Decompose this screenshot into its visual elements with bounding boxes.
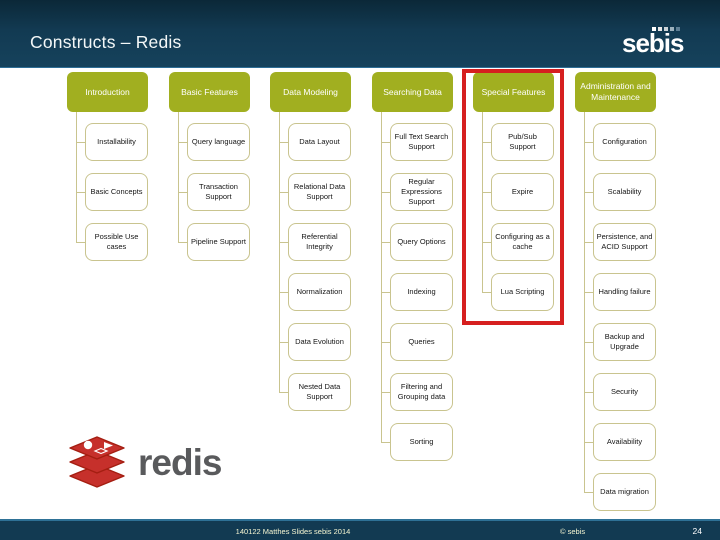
connector-line bbox=[381, 342, 390, 343]
column-header-basic-features: Basic Features bbox=[169, 72, 250, 112]
topic-box-persistence-and-acid-support: Persistence, and ACID Support bbox=[593, 223, 656, 261]
topic-box-query-language: Query language bbox=[187, 123, 250, 161]
topic-box-queries: Queries bbox=[390, 323, 453, 361]
connector-line bbox=[76, 112, 77, 242]
connector-line bbox=[482, 242, 491, 243]
slide-footer-bar: 140122 Matthes Slides sebis 2014 © sebis… bbox=[0, 519, 720, 540]
slide-title: Constructs – Redis bbox=[30, 32, 182, 52]
topic-box-security: Security bbox=[593, 373, 656, 411]
connector-line bbox=[584, 492, 593, 493]
connector-line bbox=[76, 242, 85, 243]
topic-box-referential-integrity: Referential Integrity bbox=[288, 223, 351, 261]
connector-line bbox=[279, 112, 280, 392]
redis-logo: redis bbox=[68, 434, 222, 490]
sebis-logo-text: sebis bbox=[622, 28, 684, 58]
topic-box-expire: Expire bbox=[491, 173, 554, 211]
connector-line bbox=[279, 242, 288, 243]
column-header-data-modeling: Data Modeling bbox=[270, 72, 351, 112]
connector-line bbox=[584, 292, 593, 293]
connector-line bbox=[178, 242, 187, 243]
column-header-introduction: Introduction bbox=[67, 72, 148, 112]
topic-box-sorting: Sorting bbox=[390, 423, 453, 461]
sebis-logo: sebis bbox=[622, 24, 712, 60]
topic-box-query-options: Query Options bbox=[390, 223, 453, 261]
connector-line bbox=[178, 112, 179, 242]
connector-line bbox=[584, 342, 593, 343]
connector-line bbox=[279, 192, 288, 193]
sebis-logo-dots-icon bbox=[652, 27, 680, 31]
column-header-searching-data: Searching Data bbox=[372, 72, 453, 112]
topic-box-possible-use-cases: Possible Use cases bbox=[85, 223, 148, 261]
topic-box-scalability: Scalability bbox=[593, 173, 656, 211]
topic-box-transaction-support: Transaction Support bbox=[187, 173, 250, 211]
connector-line bbox=[279, 392, 288, 393]
topic-box-configuring-as-a-cache: Configuring as a cache bbox=[491, 223, 554, 261]
connector-line bbox=[381, 442, 390, 443]
connector-line bbox=[584, 192, 593, 193]
connector-line bbox=[178, 192, 187, 193]
topic-box-full-text-search-support: Full Text Search Support bbox=[390, 123, 453, 161]
connector-line bbox=[584, 242, 593, 243]
connector-line bbox=[381, 392, 390, 393]
connector-line bbox=[482, 192, 491, 193]
connector-line bbox=[76, 192, 85, 193]
connector-line bbox=[279, 342, 288, 343]
topic-box-pipeline-support: Pipeline Support bbox=[187, 223, 250, 261]
slide-header-bar: Constructs – Redis sebis bbox=[0, 0, 720, 68]
topic-box-relational-data-support: Relational Data Support bbox=[288, 173, 351, 211]
connector-line bbox=[482, 292, 491, 293]
footer-filename: 140122 Matthes Slides sebis 2014 bbox=[235, 527, 351, 536]
topic-box-installability: Installability bbox=[85, 123, 148, 161]
topic-box-data-layout: Data Layout bbox=[288, 123, 351, 161]
connector-line bbox=[584, 442, 593, 443]
connector-line bbox=[279, 142, 288, 143]
connector-line bbox=[381, 192, 390, 193]
topic-box-normalization: Normalization bbox=[288, 273, 351, 311]
column-header-special-features: Special Features bbox=[473, 72, 554, 112]
topic-box-pub-sub-support: Pub/Sub Support bbox=[491, 123, 554, 161]
connector-line bbox=[381, 292, 390, 293]
topic-box-nested-data-support: Nested Data Support bbox=[288, 373, 351, 411]
redis-logo-text: redis bbox=[138, 441, 222, 483]
connector-line bbox=[381, 112, 382, 442]
connector-line bbox=[381, 242, 390, 243]
topic-box-regular-expressions-support: Regular Expressions Support bbox=[390, 173, 453, 211]
connector-line bbox=[381, 142, 390, 143]
topic-box-filtering-and-grouping-data: Filtering and Grouping data bbox=[390, 373, 453, 411]
connector-line bbox=[279, 292, 288, 293]
column-header-administration-and-maintenance: Administration and Maintenance bbox=[575, 72, 656, 112]
footer-copyright: © sebis bbox=[560, 527, 586, 536]
highlight-rectangle bbox=[462, 69, 564, 325]
footer-page-number: 24 bbox=[692, 526, 702, 536]
topic-box-handling-failure: Handling failure bbox=[593, 273, 656, 311]
topic-box-data-migration: Data migration bbox=[593, 473, 656, 511]
connector-line bbox=[178, 142, 187, 143]
connector-line bbox=[482, 142, 491, 143]
connector-line bbox=[584, 392, 593, 393]
topic-box-basic-concepts: Basic Concepts bbox=[85, 173, 148, 211]
connector-line bbox=[76, 142, 85, 143]
connector-line bbox=[482, 112, 483, 292]
redis-cube-stack-icon bbox=[69, 436, 125, 488]
topic-box-indexing: Indexing bbox=[390, 273, 453, 311]
topic-box-lua-scripting: Lua Scripting bbox=[491, 273, 554, 311]
topic-box-backup-and-upgrade: Backup and Upgrade bbox=[593, 323, 656, 361]
topic-box-data-evolution: Data Evolution bbox=[288, 323, 351, 361]
topic-box-configuration: Configuration bbox=[593, 123, 656, 161]
connector-line bbox=[584, 112, 585, 492]
connector-line bbox=[584, 142, 593, 143]
topic-box-availability: Availability bbox=[593, 423, 656, 461]
